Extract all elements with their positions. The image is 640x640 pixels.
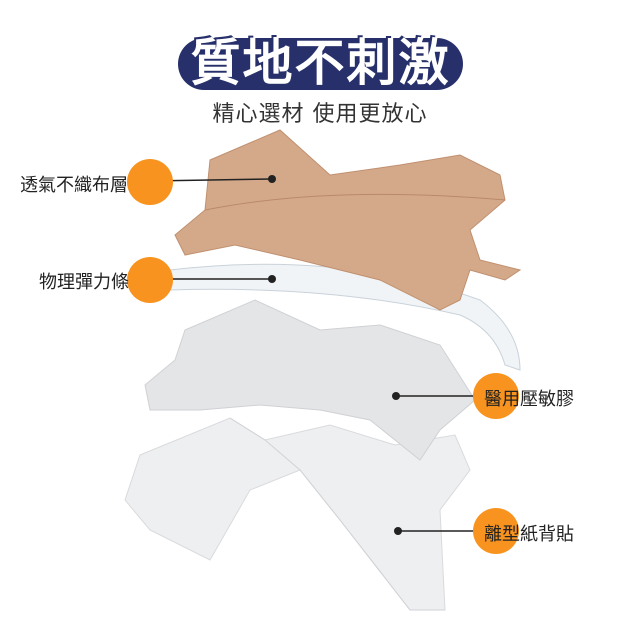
layer-label-elastic: 物理彈力條 [39, 272, 129, 293]
pointer-dot [268, 175, 276, 183]
adhesive-layer [144, 299, 476, 461]
page-subtitle: 精心選材 使用更放心 [212, 102, 428, 127]
pointer-dot [392, 392, 400, 400]
pointer-dot [268, 275, 276, 283]
orange-marker [473, 508, 519, 554]
orange-marker [473, 373, 519, 419]
layer-label-release-paper: 離型紙背貼 [484, 524, 574, 545]
orange-marker [127, 257, 173, 303]
layer-label-adhesive: 醫用壓敏膠 [484, 389, 574, 410]
title-background [178, 38, 463, 90]
layer-label-nonwoven: 透氣不織布層 [20, 175, 128, 196]
orange-marker [127, 159, 173, 205]
page-title: 質地不刺激 [190, 34, 451, 92]
pointer-dot [394, 527, 402, 535]
nonwoven-layer [174, 129, 522, 311]
